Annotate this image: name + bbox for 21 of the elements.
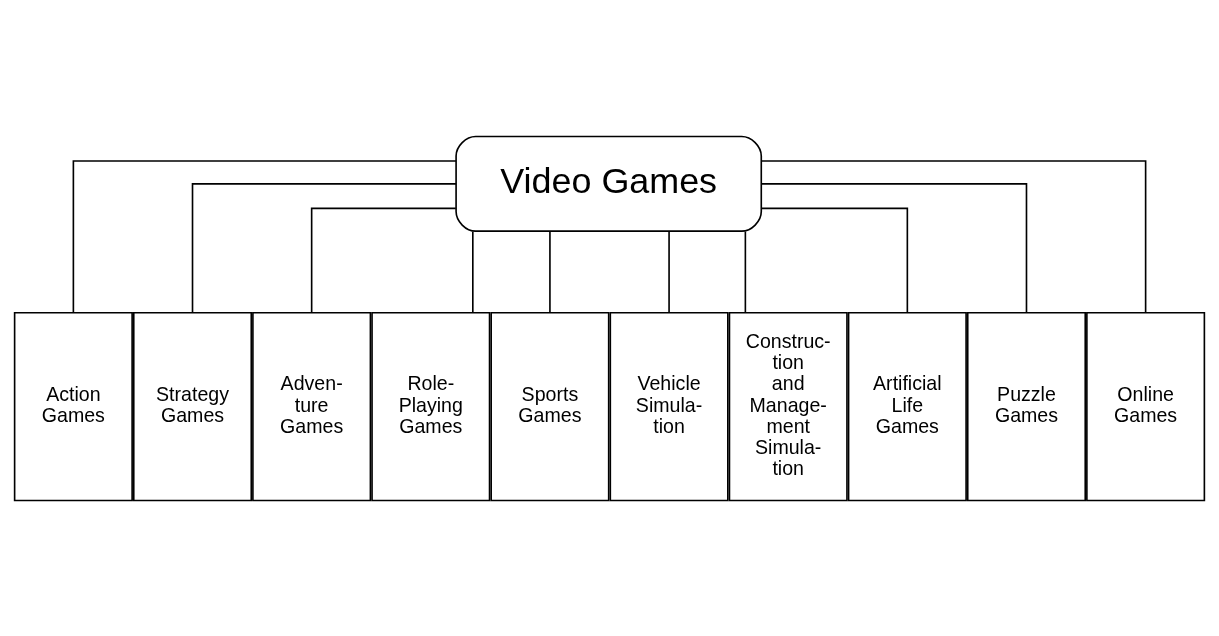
connector [310,207,457,314]
node-box: Vehicle Simula- tion [609,311,729,501]
node-box: Strategy Games [132,311,253,501]
node-box: Online Games [1086,311,1206,501]
connector [760,207,909,314]
connector [549,230,551,313]
node-box: Construc- tion and Manage- ment Simula- tion [728,311,848,501]
connector [744,230,747,313]
node-box: Role- Playing Games [371,311,491,501]
node-box: Sports Games [490,311,610,501]
node-box: Video Games [455,135,763,232]
connector [760,182,1028,313]
connector [761,159,1147,313]
node-box: Adven- ture Games [252,311,372,501]
connector [472,230,474,313]
connector [668,230,670,313]
connector [72,159,457,313]
node-box: Artificial Life Games [847,311,967,501]
node-box: Action Games [13,311,133,501]
connector [191,182,457,313]
node-box: Puzzle Games [966,311,1087,501]
